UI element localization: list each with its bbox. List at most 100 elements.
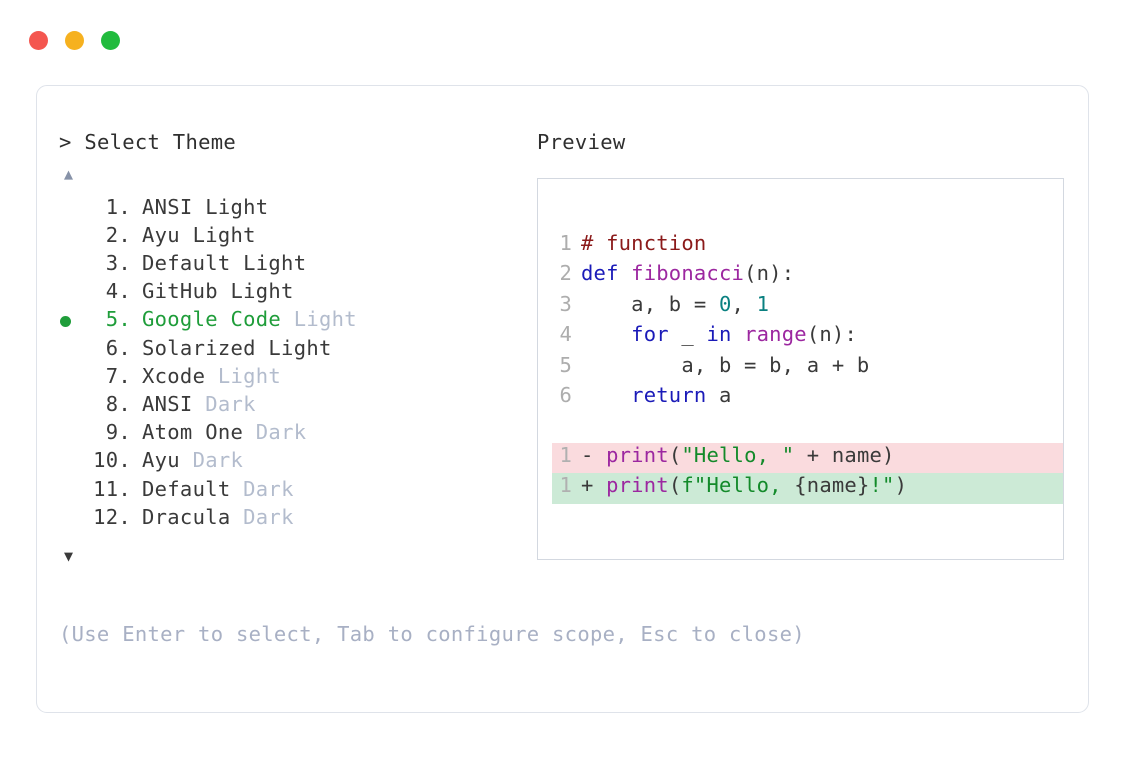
theme-list-item[interactable]: 2.Ayu Light — [59, 223, 529, 251]
keyboard-hint: (Use Enter to select, Tab to configure s… — [59, 622, 805, 646]
code-token-string: f"Hello, — [681, 473, 795, 498]
theme-index: 6. — [105, 335, 131, 360]
theme-index: 10. — [93, 448, 131, 473]
code-token-plain: _ — [668, 322, 707, 347]
theme-name: Solarized Light — [142, 335, 332, 360]
line-number: 1 — [559, 230, 572, 255]
code-line: 5 a, b = b, a + b — [552, 353, 1063, 384]
theme-name: Ayu — [142, 448, 180, 473]
theme-index: 12. — [93, 504, 131, 529]
code-token-plain — [732, 322, 745, 346]
theme-index: 9. — [105, 420, 131, 445]
code-text: print("Hello, " + name) — [606, 443, 895, 467]
theme-list-item[interactable]: 10. Ayu Dark — [59, 448, 529, 476]
code-line: 1 # function — [552, 231, 1063, 262]
code-token-plain: ( — [668, 473, 682, 498]
theme-name: Google Code — [142, 307, 282, 332]
theme-list-item[interactable]: 11. Default Dark — [59, 477, 529, 505]
line-number: 6 — [559, 383, 572, 408]
code-token-plain: (n): — [806, 322, 857, 347]
code-token-string: !" — [869, 473, 895, 498]
code-token-keyword: in — [706, 322, 732, 347]
code-token-keyword: for — [631, 322, 669, 347]
theme-list-item[interactable]: 9. Atom One Dark — [59, 420, 529, 448]
code-token-plain: a — [706, 383, 732, 408]
theme-list-item[interactable]: 5.Google Code Light — [59, 307, 529, 335]
code-token-plain: a, b = b, a + b — [581, 352, 870, 377]
code-token-keyword: return — [631, 383, 707, 408]
line-number: 3 — [559, 291, 572, 316]
minimize-button[interactable] — [65, 31, 84, 50]
code-token-plain: , — [731, 291, 757, 316]
theme-list-item[interactable]: 1. ANSI Light — [59, 195, 529, 223]
code-token-func: print — [606, 473, 669, 498]
code-token-number: 0 — [718, 291, 732, 316]
scroll-up-icon[interactable]: ▲ — [64, 164, 74, 183]
code-token-func: range — [744, 322, 807, 347]
theme-select-pane: > Select Theme ▲ 1. ANSI Light 2.Ayu Light… — [59, 130, 529, 568]
code-token-plain — [581, 322, 631, 346]
code-token-plain: ) — [894, 473, 908, 498]
diff-marker-icon: - — [581, 442, 607, 467]
theme-index: 5. — [105, 307, 131, 332]
theme-variant: Dark — [230, 504, 294, 529]
prompt-row: > Select Theme — [59, 130, 529, 156]
code-text: a, b = b, a + b — [581, 353, 869, 377]
page-title — [72, 130, 85, 154]
code-token-plain: + name) — [794, 442, 895, 467]
diff-line-add: 1 + print(f"Hello, {name}!") — [552, 473, 1063, 504]
theme-name: Xcode — [142, 363, 206, 388]
theme-name: Atom One — [142, 420, 244, 445]
theme-variant: Dark — [192, 391, 256, 416]
code-token-plain: {name} — [794, 473, 870, 498]
maximize-button[interactable] — [101, 31, 120, 50]
theme-variant: Dark — [230, 476, 294, 501]
line-number: 1 — [559, 442, 572, 467]
selected-bullet-icon — [60, 316, 71, 328]
preview-label: Preview — [537, 130, 626, 154]
theme-list-item[interactable]: 4. GitHub Light — [59, 279, 529, 307]
code-token-keyword: def — [581, 261, 632, 286]
line-number: 2 — [559, 261, 572, 286]
code-token-number: 1 — [756, 291, 770, 316]
scroll-down-icon[interactable]: ▼ — [64, 546, 74, 565]
theme-name: Default — [142, 476, 231, 501]
code-text: # function — [581, 231, 706, 255]
code-token-plain: ( — [668, 442, 682, 467]
theme-index: 8. — [105, 391, 131, 416]
theme-list-item[interactable]: 3.Default Light — [59, 251, 529, 279]
theme-index: 7. — [105, 363, 131, 388]
theme-index: 3. — [105, 251, 131, 275]
window-traffic-lights — [29, 31, 120, 50]
code-text: print(f"Hello, {name}!") — [606, 473, 907, 497]
code-token-plain: a, b = — [581, 291, 719, 316]
code-token-func: fibonacci — [631, 261, 745, 286]
line-number: 5 — [559, 352, 572, 377]
dialog-card: > Select Theme ▲ 1. ANSI Light 2.Ayu Light… — [36, 85, 1089, 713]
theme-name: ANSI Light — [142, 194, 269, 219]
theme-name: ANSI — [142, 391, 193, 416]
theme-list-item[interactable]: 6. Solarized Light — [59, 336, 529, 364]
theme-index: 4. — [105, 279, 131, 304]
theme-index: 1. — [105, 194, 131, 219]
theme-name: GitHub Light — [142, 279, 294, 304]
theme-name: Dracula — [142, 504, 231, 529]
code-token-comment: # function — [581, 230, 707, 255]
code-token-string: "Hello, " — [681, 442, 795, 467]
line-number: 1 — [559, 473, 572, 498]
diff-marker-icon: + — [581, 473, 607, 498]
code-text: return a — [581, 383, 732, 407]
code-token-func: print — [606, 442, 669, 467]
close-button[interactable] — [29, 31, 48, 50]
theme-name: Ayu Light — [142, 222, 256, 247]
preview-panel: 1 # function 2 def fibonacci (n): 3 a, b = 0,… — [537, 177, 1064, 560]
theme-list-item[interactable]: 8. ANSI Dark — [59, 392, 529, 420]
preview-pane: Preview 1 # function 2 def fibonacci (n): 3 a… — [537, 130, 1067, 560]
theme-list-item[interactable]: 12. Dracula Dark — [59, 505, 529, 533]
theme-variant: Dark — [179, 448, 244, 473]
theme-list-item[interactable]: 7.Xcode Light — [59, 364, 529, 392]
theme-index: 11. — [93, 476, 131, 501]
theme-variant: Dark — [243, 420, 307, 445]
